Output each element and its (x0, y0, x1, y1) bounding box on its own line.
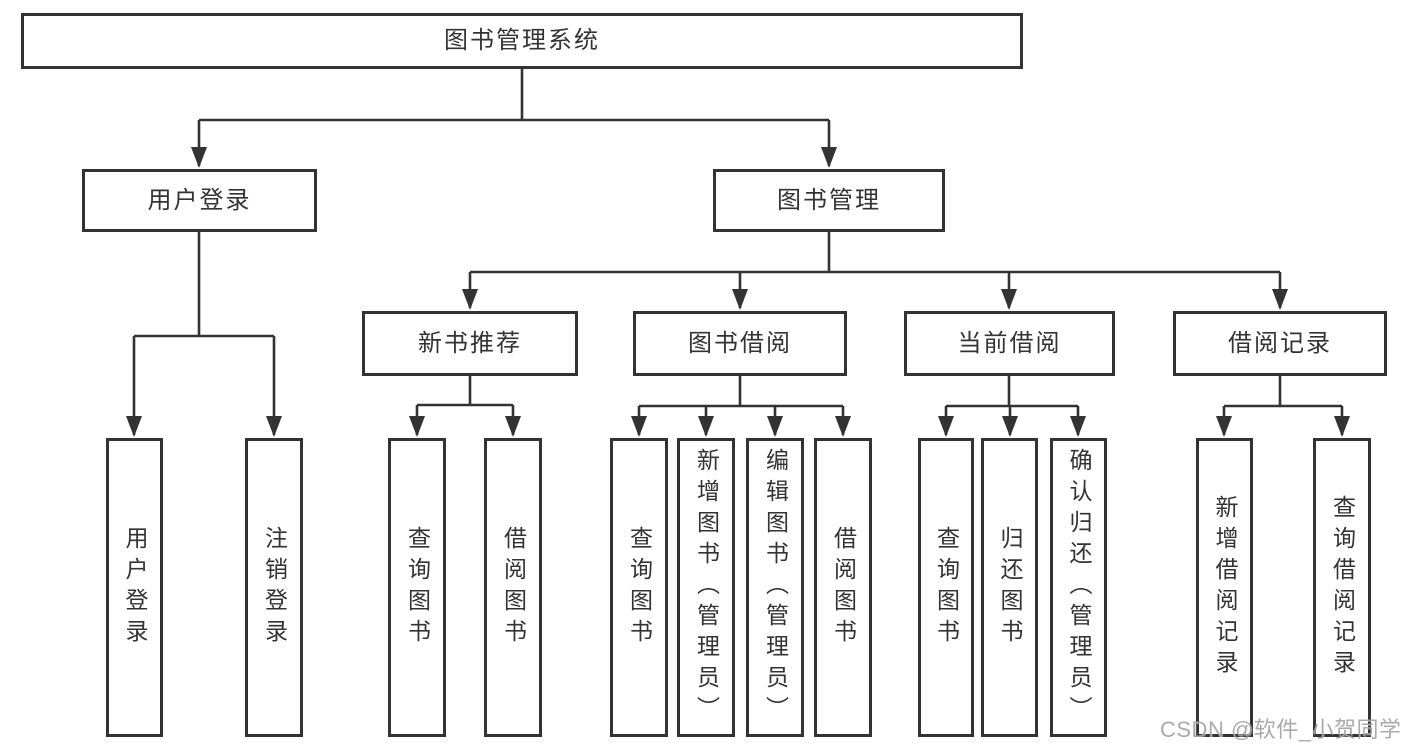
node-label-leaf-add-borrow-record: 新增借阅记录 (1212, 494, 1238, 681)
node-label-leaf-query-borrow-record: 查询借阅记录 (1329, 494, 1356, 681)
node-leaf-borrow-book-2: 借阅图书 (814, 438, 872, 737)
node-leaf-query-book-3: 查询图书 (918, 438, 974, 737)
node-label-root: 图书管理系统 (444, 27, 600, 54)
node-leaf-confirm-return: 确认归还（管理员） (1050, 438, 1107, 737)
node-leaf-add-borrow-record: 新增借阅记录 (1196, 438, 1253, 737)
node-label-current-borrow: 当前借阅 (957, 329, 1062, 357)
node-label-leaf-confirm-return: 确认归还（管理员） (1066, 448, 1092, 727)
node-label-leaf-logout: 注销登录 (261, 525, 288, 650)
node-label-borrow-record: 借阅记录 (1228, 329, 1332, 357)
node-leaf-return-book: 归还图书 (981, 438, 1038, 737)
node-leaf-user-login: 用户登录 (106, 438, 163, 737)
node-leaf-edit-book: 编辑图书（管理员） (746, 438, 804, 737)
node-leaf-logout: 注销登录 (245, 438, 303, 737)
node-label-leaf-edit-book: 编辑图书（管理员） (762, 448, 789, 727)
node-label-user-login: 用户登录 (147, 186, 252, 214)
watermark: CSDN @软件_小贺同学 (1160, 717, 1402, 742)
node-label-new-book-rec: 新书推荐 (418, 329, 522, 357)
node-label-book-mgmt: 图书管理 (777, 186, 881, 214)
node-label-leaf-query-book-2: 查询图书 (626, 525, 653, 650)
node-user-login: 用户登录 (82, 169, 317, 232)
node-borrow-record: 借阅记录 (1173, 311, 1387, 376)
node-label-leaf-user-login: 用户登录 (122, 525, 148, 650)
node-leaf-query-book-1: 查询图书 (388, 438, 446, 737)
node-label-leaf-return-book: 归还图书 (997, 525, 1023, 650)
node-leaf-add-book: 新增图书（管理员） (677, 438, 735, 737)
node-label-leaf-add-book: 新增图书（管理员） (693, 448, 720, 727)
node-new-book-rec: 新书推荐 (362, 311, 578, 376)
node-label-leaf-query-book-3: 查询图书 (933, 525, 960, 650)
node-label-book-borrow: 图书借阅 (688, 329, 792, 357)
node-book-mgmt: 图书管理 (713, 169, 945, 232)
node-book-borrow: 图书借阅 (633, 311, 847, 376)
node-leaf-borrow-book-1: 借阅图书 (484, 438, 542, 737)
node-leaf-query-book-2: 查询图书 (610, 438, 668, 737)
node-label-leaf-borrow-book-1: 借阅图书 (500, 525, 527, 650)
node-label-leaf-query-book-1: 查询图书 (404, 525, 431, 650)
node-leaf-query-borrow-record: 查询借阅记录 (1313, 438, 1371, 737)
node-current-borrow: 当前借阅 (904, 311, 1115, 376)
node-label-leaf-borrow-book-2: 借阅图书 (830, 525, 857, 650)
node-root: 图书管理系统 (21, 13, 1023, 69)
